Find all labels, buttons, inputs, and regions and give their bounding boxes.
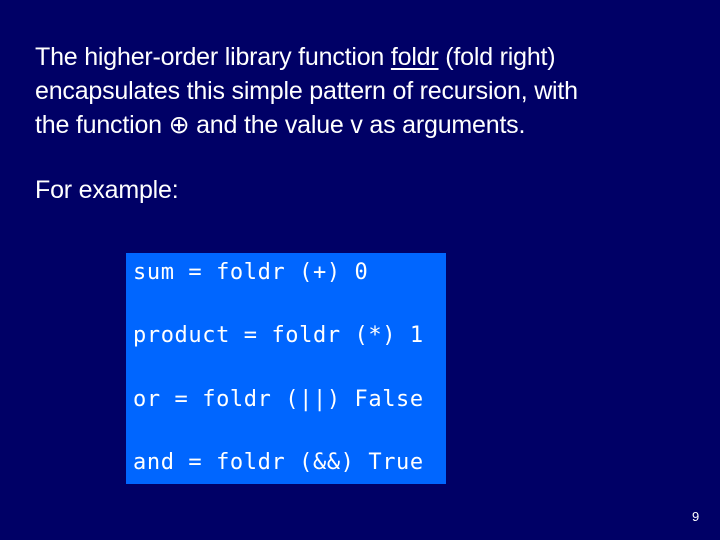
intro-line-3a: the function bbox=[35, 111, 169, 139]
foldr-term: foldr bbox=[390, 43, 439, 71]
intro-text-1: The higher-order library function bbox=[35, 43, 391, 71]
code-example-box: sum = foldr (+) 0 product = foldr (*) 1 … bbox=[126, 253, 446, 484]
intro-text-2: (fold right) bbox=[438, 43, 556, 71]
code-line-product: product = foldr (*) 1 bbox=[133, 323, 424, 349]
oplus-symbol: ⊕ bbox=[168, 111, 190, 139]
intro-paragraph: The higher-order library function foldr … bbox=[35, 40, 578, 142]
code-line-and: and = foldr (&&) True bbox=[133, 450, 424, 476]
code-line-or: or = foldr (||) False bbox=[133, 386, 424, 412]
page-number: 9 bbox=[692, 509, 700, 524]
example-label: For example: bbox=[35, 176, 179, 204]
intro-line-2: encapsulates this simple pattern of recu… bbox=[35, 77, 578, 105]
code-line-sum: sum = foldr (+) 0 bbox=[133, 260, 369, 285]
intro-line-3b: and the value v as arguments. bbox=[189, 111, 526, 139]
